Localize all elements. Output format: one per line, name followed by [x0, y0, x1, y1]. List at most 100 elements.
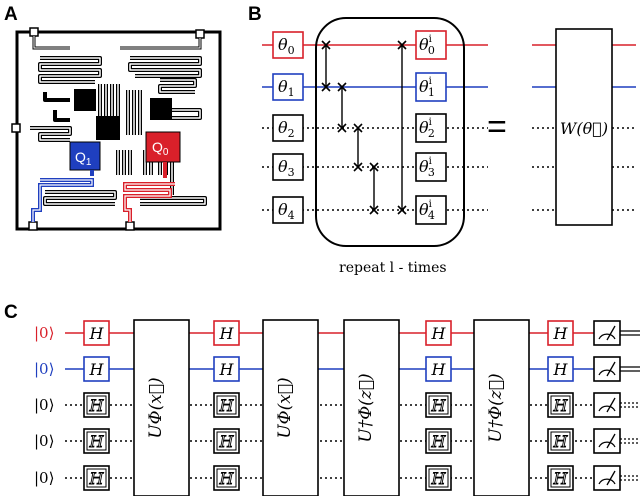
theta-label: θ2 — [278, 118, 295, 140]
theta-prime-gate — [415, 30, 447, 60]
hadamard-label: H — [219, 396, 235, 415]
theta-label: θ4 — [278, 200, 295, 222]
feature-map-block — [262, 319, 319, 496]
hadamard-gate — [425, 392, 452, 418]
hadamard-gate — [83, 428, 110, 454]
feature-map-block — [343, 319, 400, 496]
hadamard-gate — [547, 465, 574, 491]
chip-layout: Q1 Q0 — [11, 27, 222, 231]
hadamard-label: H — [219, 432, 235, 451]
hadamard-inner — [216, 395, 237, 415]
meter-arc — [598, 333, 616, 340]
hadamard-label: H — [553, 432, 569, 451]
hadamard-label: H — [219, 324, 235, 343]
hadamard-inner — [86, 395, 107, 415]
hadamard-label: H — [89, 432, 105, 451]
hadamard-label: H — [89, 469, 105, 488]
hadamard-label: H — [553, 396, 569, 415]
hadamard-label: H — [431, 396, 447, 415]
hadamard-inner — [216, 431, 237, 451]
hadamard-label: H — [553, 324, 569, 343]
qubit-square — [96, 116, 120, 140]
hadamard-gate — [213, 356, 240, 382]
cross-mark — [397, 205, 407, 215]
hadamard-gate — [547, 392, 574, 418]
feature-map-block — [133, 319, 190, 496]
panel-label-a: A — [4, 4, 18, 25]
cross-mark — [397, 40, 407, 50]
meter-needle — [606, 397, 616, 413]
measure-gate — [593, 356, 621, 382]
ket-label: |0⟩ — [34, 469, 54, 487]
ket-label: |0⟩ — [34, 432, 54, 450]
hadamard-gate — [83, 320, 110, 346]
hadamard-inner — [86, 468, 107, 488]
hadamard-inner — [428, 431, 449, 451]
hadamard-inner — [550, 395, 571, 415]
theta-prime-gate — [415, 113, 447, 143]
feature-map-label: U†Φ(z⃗) — [486, 373, 506, 442]
cross-mark — [353, 123, 363, 133]
q0-label: Q0 — [152, 139, 169, 158]
hadamard-gate — [547, 320, 574, 346]
panel-label-b: B — [248, 4, 262, 25]
measure-gate — [593, 392, 621, 418]
theta-gate — [272, 196, 304, 224]
hadamard-inner — [550, 468, 571, 488]
hadamard-label: H — [553, 469, 569, 488]
hadamard-gate — [83, 392, 110, 418]
hadamard-gate — [547, 428, 574, 454]
theta-gate — [272, 73, 304, 101]
hadamard-label: H — [431, 360, 447, 379]
circuit-c: |0⟩|0⟩|0⟩|0⟩|0⟩HHHHHHHHHHHHHHHHHHHHUΦ(x⃗… — [34, 319, 640, 496]
cross-mark — [337, 123, 347, 133]
hadamard-gate — [425, 320, 452, 346]
measure-gate — [593, 428, 621, 454]
cross-mark — [369, 162, 379, 172]
hadamard-label: H — [431, 432, 447, 451]
cross-mark — [337, 82, 347, 92]
q1-label: Q1 — [75, 149, 92, 168]
qubit-q1 — [69, 141, 101, 171]
hadamard-gate — [213, 465, 240, 491]
hadamard-gate — [83, 465, 110, 491]
meter-arc — [598, 369, 616, 376]
cross-mark — [353, 162, 363, 172]
cross-mark — [369, 205, 379, 215]
hadamard-inner — [428, 468, 449, 488]
hadamard-inner — [550, 431, 571, 451]
hadamard-gate — [83, 356, 110, 382]
meter-needle — [606, 470, 616, 486]
hadamard-inner — [86, 431, 107, 451]
meter-needle — [606, 325, 616, 341]
qubit-square — [150, 98, 172, 120]
hadamard-label: H — [553, 360, 569, 379]
theta-label: θ1 — [278, 77, 295, 99]
equals-sign: = — [487, 108, 507, 146]
meter-arc — [598, 441, 616, 448]
w-label: W(θ⃗) — [560, 119, 608, 138]
theta-prime-gate — [415, 152, 447, 182]
cross-mark — [321, 40, 331, 50]
theta-gate — [272, 114, 304, 142]
theta-gate — [272, 31, 304, 59]
hadamard-gate — [213, 392, 240, 418]
cross-mark — [321, 82, 331, 92]
theta-label: θ0 — [278, 35, 295, 57]
hadamard-label: H — [89, 396, 105, 415]
repeat-box — [315, 17, 465, 247]
theta-label: θ3 — [278, 157, 295, 179]
meter-arc — [598, 405, 616, 412]
theta-prime-gate — [415, 195, 447, 225]
hadamard-gate — [425, 356, 452, 382]
hadamard-label: H — [89, 360, 105, 379]
qubit-square — [74, 89, 96, 111]
theta-gate — [272, 153, 304, 181]
